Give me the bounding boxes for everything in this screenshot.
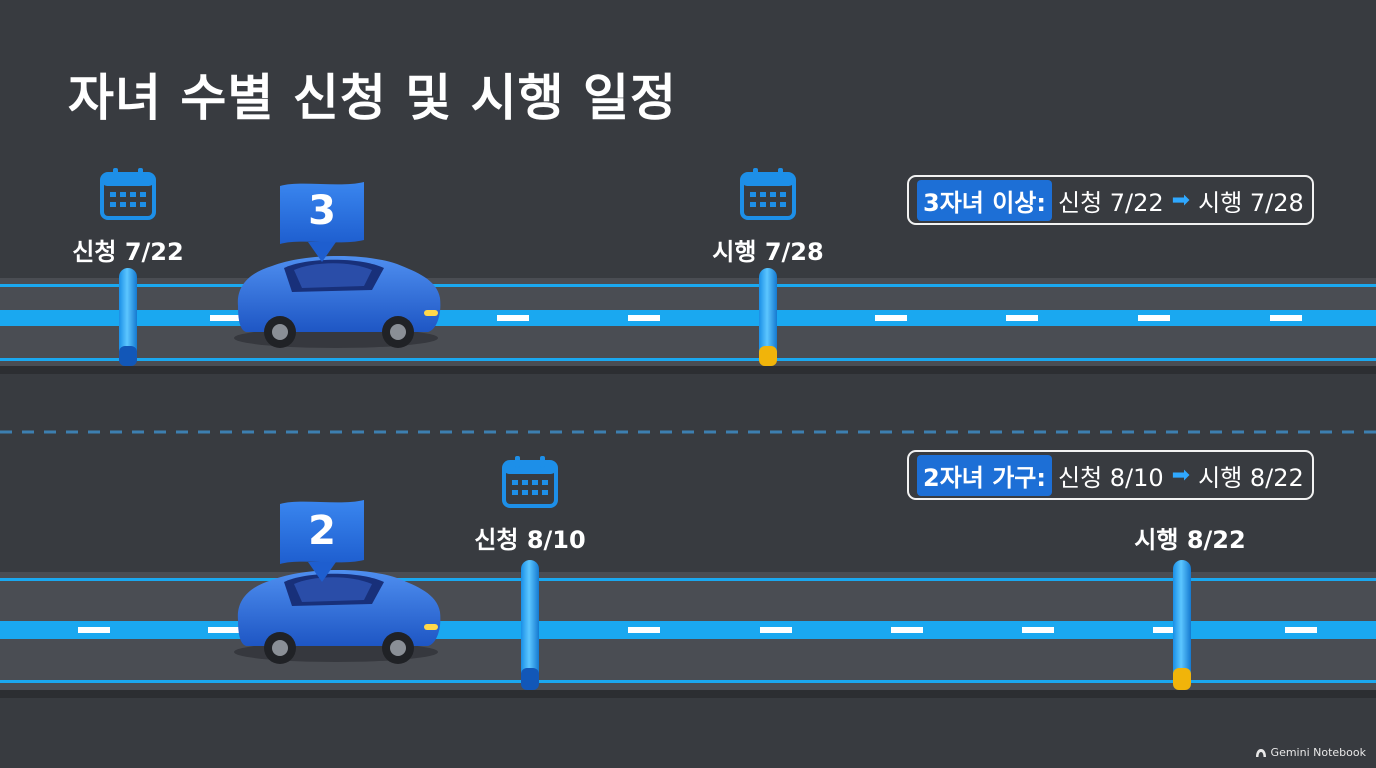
apply-date-label-1: 신청 7/22 — [72, 238, 184, 266]
apply-post-2 — [521, 560, 539, 690]
road-2 — [0, 572, 1376, 698]
info-apply: 신청 8/10 — [1057, 463, 1164, 492]
info-box-3-children: 3자녀 이상: 신청 7/22 ➡ 시행 7/28 — [907, 175, 1314, 225]
start-post-2 — [1173, 560, 1191, 690]
start-date-label-2: 시행 8/22 — [1134, 526, 1246, 554]
road-1 — [0, 278, 1376, 374]
calendar-icon — [740, 168, 796, 220]
apply-post-1 — [119, 268, 137, 366]
calendar-icon — [100, 168, 156, 220]
page-title: 자녀 수별 신청 및 시행 일정 — [68, 69, 678, 127]
flag-pin-icon — [280, 500, 364, 582]
watermark: Gemini Notebook — [1255, 746, 1366, 759]
watermark-text: Gemini Notebook — [1270, 746, 1366, 759]
info-box-2-children: 2자녀 가구: 신청 8/10 ➡ 시행 8/22 — [907, 450, 1314, 500]
info-group-label: 3자녀 이상: — [917, 179, 1052, 221]
calendar-icon — [502, 456, 558, 508]
pin-badge-3: 3 — [308, 188, 336, 234]
pin-badge-2: 2 — [308, 508, 336, 554]
arrow-right-icon: ➡ — [1171, 462, 1191, 488]
gemini-icon — [1255, 748, 1266, 757]
car-icon — [234, 255, 441, 348]
info-group-label: 2자녀 가구: — [917, 454, 1052, 496]
start-date-label-1: 시행 7/28 — [712, 238, 824, 266]
apply-date-label-2: 신청 8/10 — [474, 526, 586, 554]
info-start: 시행 7/28 — [1198, 188, 1304, 217]
arrow-right-icon: ➡ — [1171, 187, 1191, 213]
flag-pin-icon — [280, 182, 364, 262]
start-post-1 — [759, 268, 777, 366]
info-apply: 신청 7/22 — [1057, 188, 1164, 217]
car-icon — [234, 569, 441, 664]
info-start: 시행 8/22 — [1198, 463, 1304, 492]
